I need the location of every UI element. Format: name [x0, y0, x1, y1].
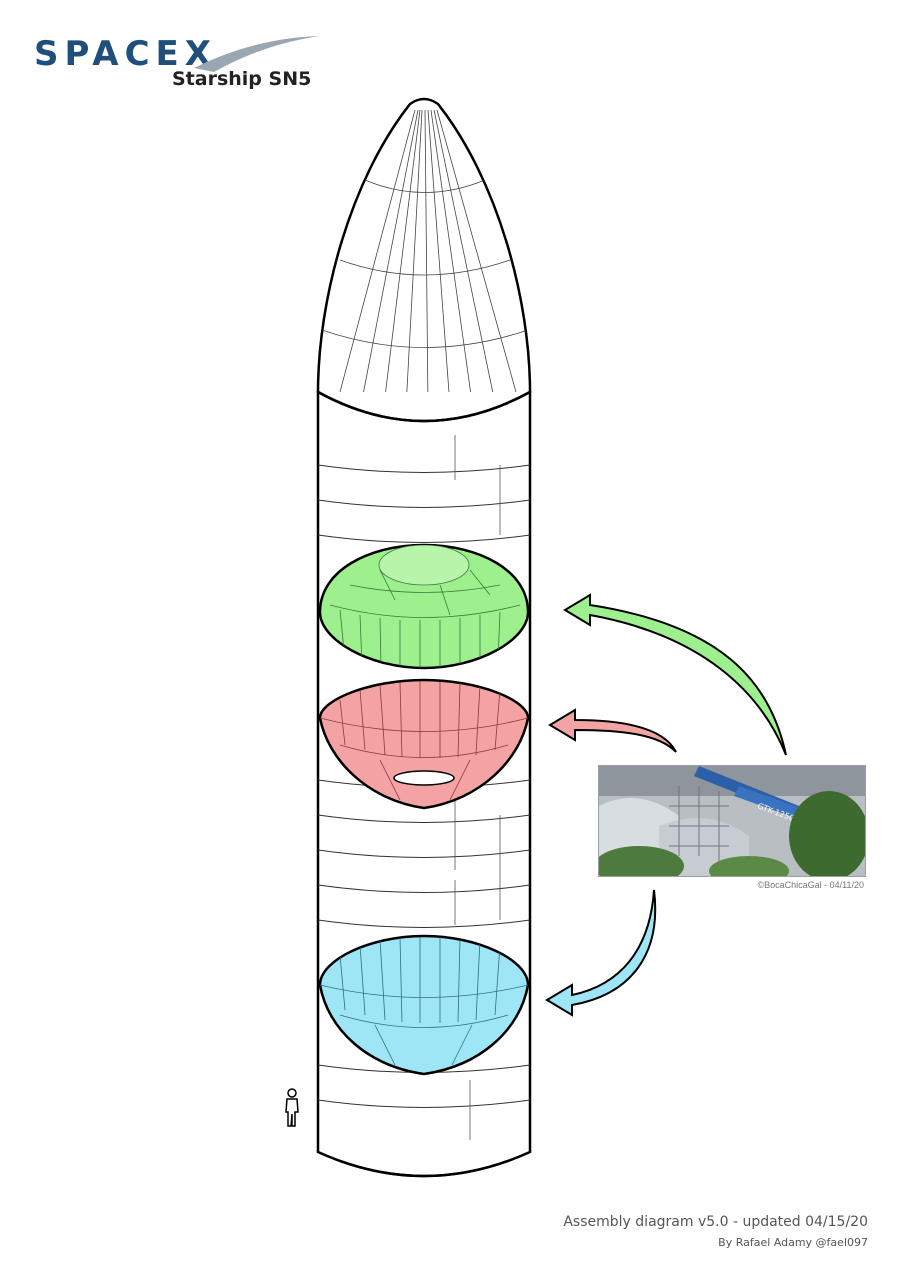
reference-photo: GTK-1250 — [598, 765, 866, 877]
aft-dome — [318, 934, 530, 1076]
diagram-version-note: Assembly diagram v5.0 - updated 04/15/20 — [563, 1214, 868, 1230]
arrow-forward-dome — [563, 593, 787, 756]
diagram-subtitle: Starship SN5 — [172, 68, 312, 90]
logo-swoosh-icon — [194, 36, 320, 72]
logo-text: SPACEX — [34, 34, 217, 74]
author-credit: By Rafael Adamy @fael097 — [718, 1236, 868, 1249]
human-scale-figure — [285, 1088, 299, 1127]
nose-cone — [316, 97, 532, 423]
forward-dome — [318, 543, 530, 670]
spacex-logo: SPACEX — [34, 34, 320, 94]
arrow-aft-dome — [545, 889, 657, 1017]
common-dome — [318, 678, 530, 810]
photo-credit: ©BocaChicaGal - 04/11/20 — [757, 880, 864, 890]
reference-photo-image: GTK-1250 — [599, 766, 865, 876]
arrow-common-dome — [548, 708, 677, 753]
